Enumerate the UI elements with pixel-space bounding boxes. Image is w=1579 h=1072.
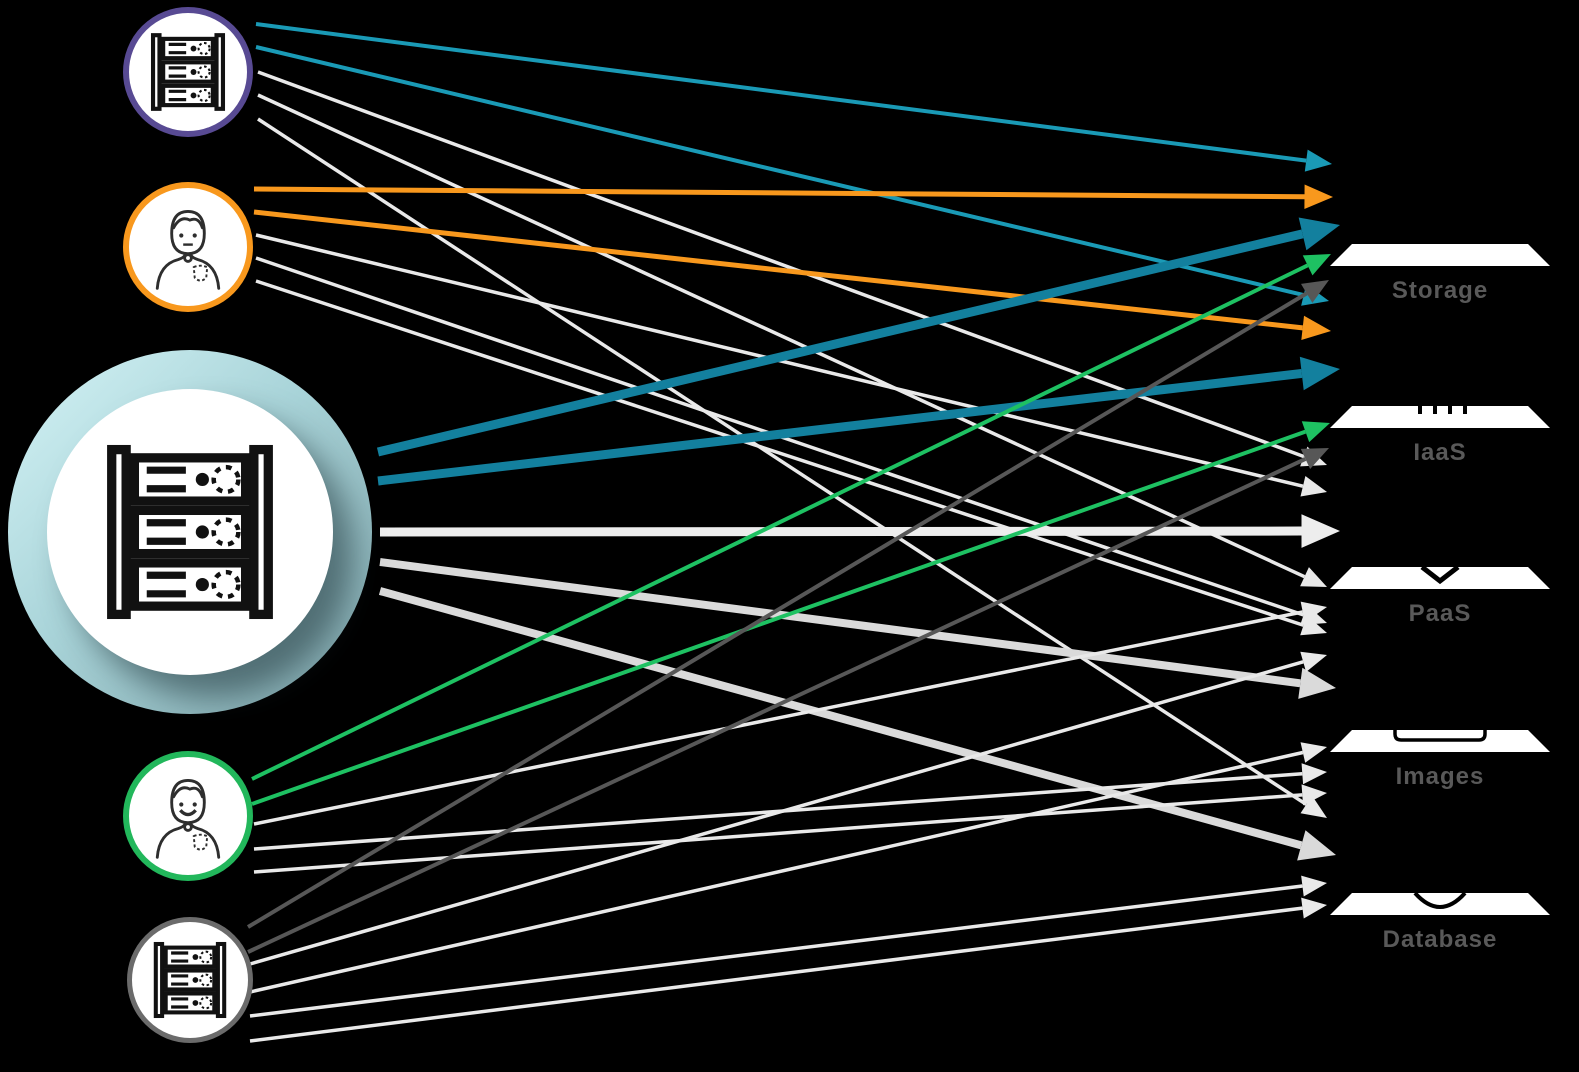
link-rack-server-bottom-to-database — [249, 884, 1303, 1018]
link-rack-server-top-to-paas — [257, 93, 1306, 579]
link-rack-server-bottom-to-storage — [246, 291, 1308, 929]
arrowhead-user-smiling-to-images — [1301, 784, 1327, 806]
arrowhead-user-smiling-to-iaas — [1301, 421, 1330, 443]
database-platform-icon — [1330, 891, 1550, 915]
link-rack-server-bottom-to-paas — [249, 660, 1304, 966]
arrowhead-rack-server-main-to-storage — [1299, 356, 1340, 391]
service-label-database: Database — [1382, 926, 1498, 953]
arrowhead-rack-server-main-to-iaas — [1301, 514, 1340, 548]
arrowhead-rack-server-bottom-to-iaas — [1300, 448, 1329, 470]
service-images: Images — [1330, 726, 1550, 791]
arrowhead-rack-server-main-to-images — [1297, 830, 1336, 861]
person-neutral-icon — [155, 210, 221, 290]
link-rack-server-bottom-to-database — [249, 906, 1303, 1043]
arrowhead-user-neutral-to-iaas — [1300, 475, 1327, 497]
service-label-storage: Storage — [1391, 277, 1489, 304]
arrowhead-rack-server-top-to-storage — [1304, 149, 1332, 172]
server-rack-icon — [150, 33, 226, 111]
link-user-neutral-to-storage — [253, 209, 1303, 331]
paas-platform-icon — [1330, 565, 1550, 589]
link-user-neutral-to-paas — [255, 279, 1305, 627]
person-smiling-icon — [155, 779, 221, 859]
link-rack-server-main-to-images — [378, 587, 1303, 850]
server-main-inner-circle — [47, 389, 333, 675]
link-rack-server-main-to-paas — [379, 558, 1301, 688]
arrowhead-user-smiling-to-images — [1301, 763, 1327, 785]
service-label-images: Images — [1395, 763, 1485, 790]
service-paas: PaaS — [1330, 563, 1550, 628]
link-user-smiling-to-storage — [251, 263, 1309, 781]
service-iaas: IaaS — [1330, 402, 1550, 467]
arrowhead-rack-server-bottom-to-images — [1300, 742, 1327, 763]
iaas-platform-icon — [1330, 402, 1550, 428]
link-rack-server-bottom-to-images — [249, 750, 1304, 994]
link-rack-server-top-to-storage — [255, 22, 1307, 163]
service-database: Database — [1330, 889, 1550, 954]
source-node-rack-server-main — [8, 350, 372, 714]
arrowhead-rack-server-bottom-to-database — [1301, 897, 1327, 919]
source-node-rack-server-bottom — [127, 917, 253, 1043]
arrowhead-user-neutral-to-storage — [1301, 315, 1331, 341]
arrowhead-user-smiling-to-paas — [1300, 601, 1327, 623]
link-rack-server-top-to-storage — [255, 45, 1305, 297]
server-rack-icon-large — [107, 444, 273, 620]
link-rack-server-main-to-storage — [377, 368, 1303, 486]
service-storage: Storage — [1330, 240, 1550, 305]
link-user-smiling-to-images — [253, 793, 1303, 874]
source-node-user-smiling — [123, 751, 253, 881]
link-user-neutral-to-storage — [253, 186, 1305, 200]
link-user-smiling-to-paas — [253, 610, 1304, 826]
source-node-rack-server-top — [123, 7, 253, 137]
server-rack-icon — [153, 941, 227, 1019]
source-node-user-neutral — [123, 182, 253, 312]
images-platform-icon — [1330, 730, 1550, 752]
link-rack-server-bottom-to-iaas — [247, 457, 1307, 954]
link-rack-server-main-to-storage — [376, 229, 1304, 457]
service-label-iaas: IaaS — [1413, 439, 1467, 466]
link-user-smiling-to-iaas — [251, 429, 1307, 806]
service-label-paas: PaaS — [1408, 600, 1472, 627]
arrowhead-rack-server-top-to-images — [1300, 795, 1327, 818]
arrowhead-rack-server-main-to-paas — [1298, 667, 1336, 699]
arrowhead-rack-server-bottom-to-paas — [1300, 651, 1327, 672]
arrowhead-rack-server-bottom-to-database — [1301, 875, 1327, 897]
arrowhead-rack-server-bottom-to-storage — [1300, 280, 1329, 303]
link-rack-server-main-to-iaas — [379, 526, 1302, 537]
arrowhead-user-neutral-to-storage — [1304, 184, 1333, 210]
arrowhead-rack-server-top-to-paas — [1300, 567, 1327, 587]
arrowhead-rack-server-main-to-storage — [1298, 217, 1340, 251]
storage-platform-icon — [1330, 244, 1550, 266]
link-rack-server-top-to-iaas — [257, 70, 1305, 459]
arrowhead-user-smiling-to-storage — [1302, 254, 1331, 276]
